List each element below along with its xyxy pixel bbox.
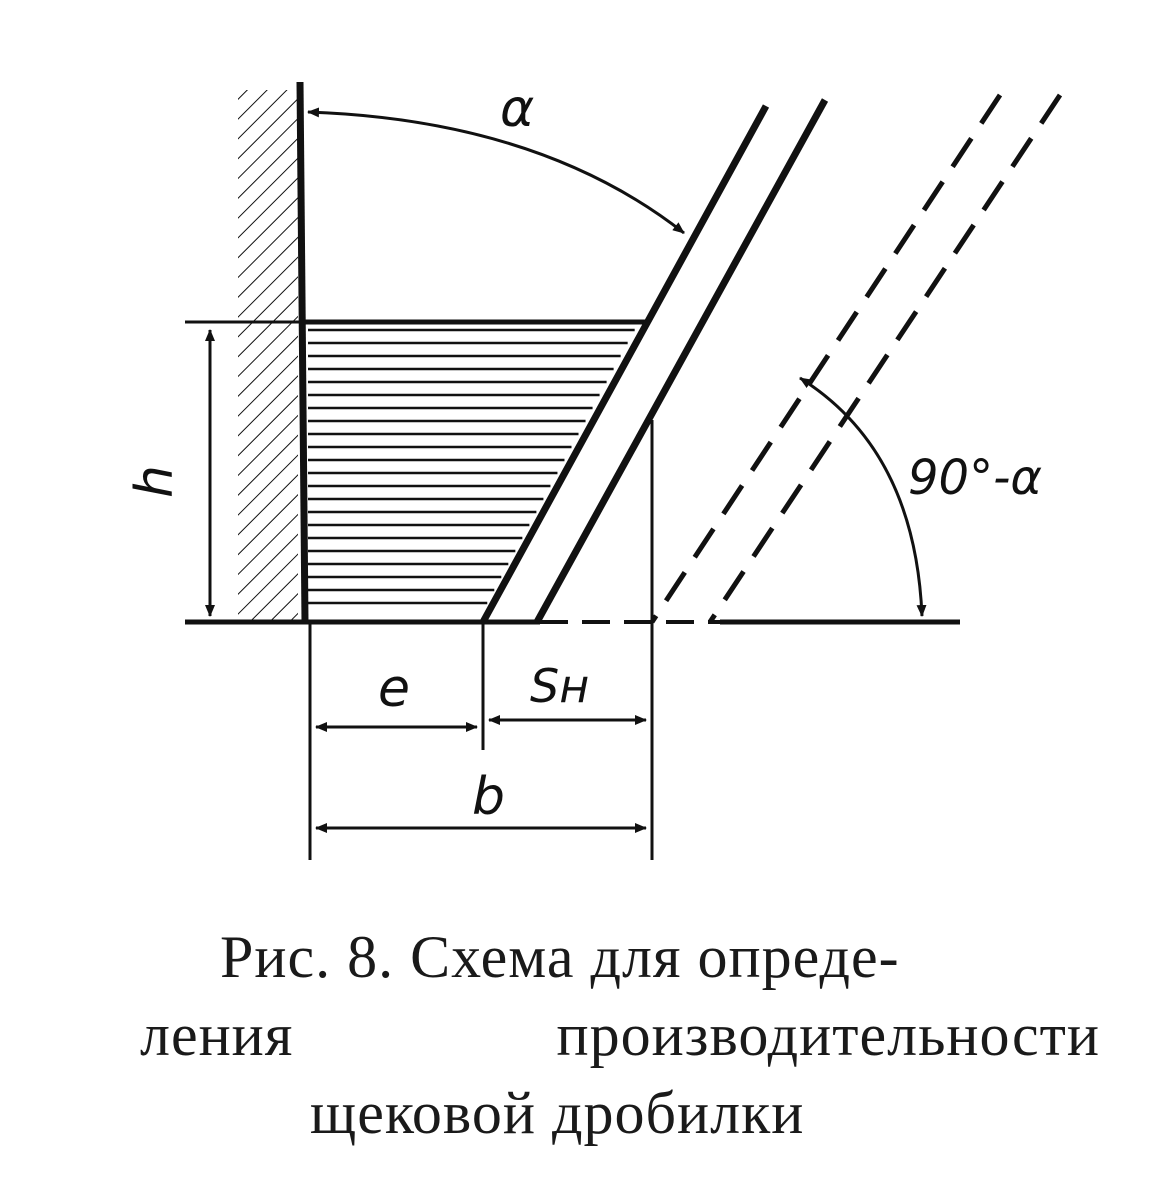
alpha-arc bbox=[307, 107, 685, 235]
fixed-jaw-line bbox=[296, 81, 309, 623]
jaw-open-position-line-2 bbox=[707, 93, 1063, 624]
figure-caption: Рис. 8. Схема для опреде- ления производ… bbox=[140, 918, 1100, 1152]
complement-angle-arc bbox=[799, 376, 927, 617]
e-label: e bbox=[378, 659, 410, 719]
complement-angle-label: 90°-α bbox=[908, 450, 1042, 506]
caption-line-3: щековой дробилки bbox=[310, 1080, 805, 1146]
caption-line-1: Рис. 8. Схема для опреде- bbox=[220, 924, 900, 990]
h-label: h bbox=[125, 465, 185, 498]
caption-line-2-word-2: производительности bbox=[556, 1002, 1100, 1068]
caption-line-2: ления производительности bbox=[140, 996, 1100, 1074]
crusher-scheme-diagram: α 90°-α h e Sн b bbox=[125, 79, 1063, 860]
moving-jaw-inner-line bbox=[479, 104, 770, 624]
s-n-label: Sн bbox=[530, 659, 589, 713]
moving-jaw-outer-line bbox=[533, 98, 829, 624]
alpha-label: α bbox=[500, 79, 534, 139]
fixed-jaw-hatching bbox=[238, 90, 298, 622]
jaw-open-position-line-1 bbox=[649, 93, 1003, 624]
b-label: b bbox=[472, 767, 505, 827]
material-prism-hatching bbox=[308, 328, 635, 605]
caption-line-2-word-1: ления bbox=[140, 1002, 294, 1068]
